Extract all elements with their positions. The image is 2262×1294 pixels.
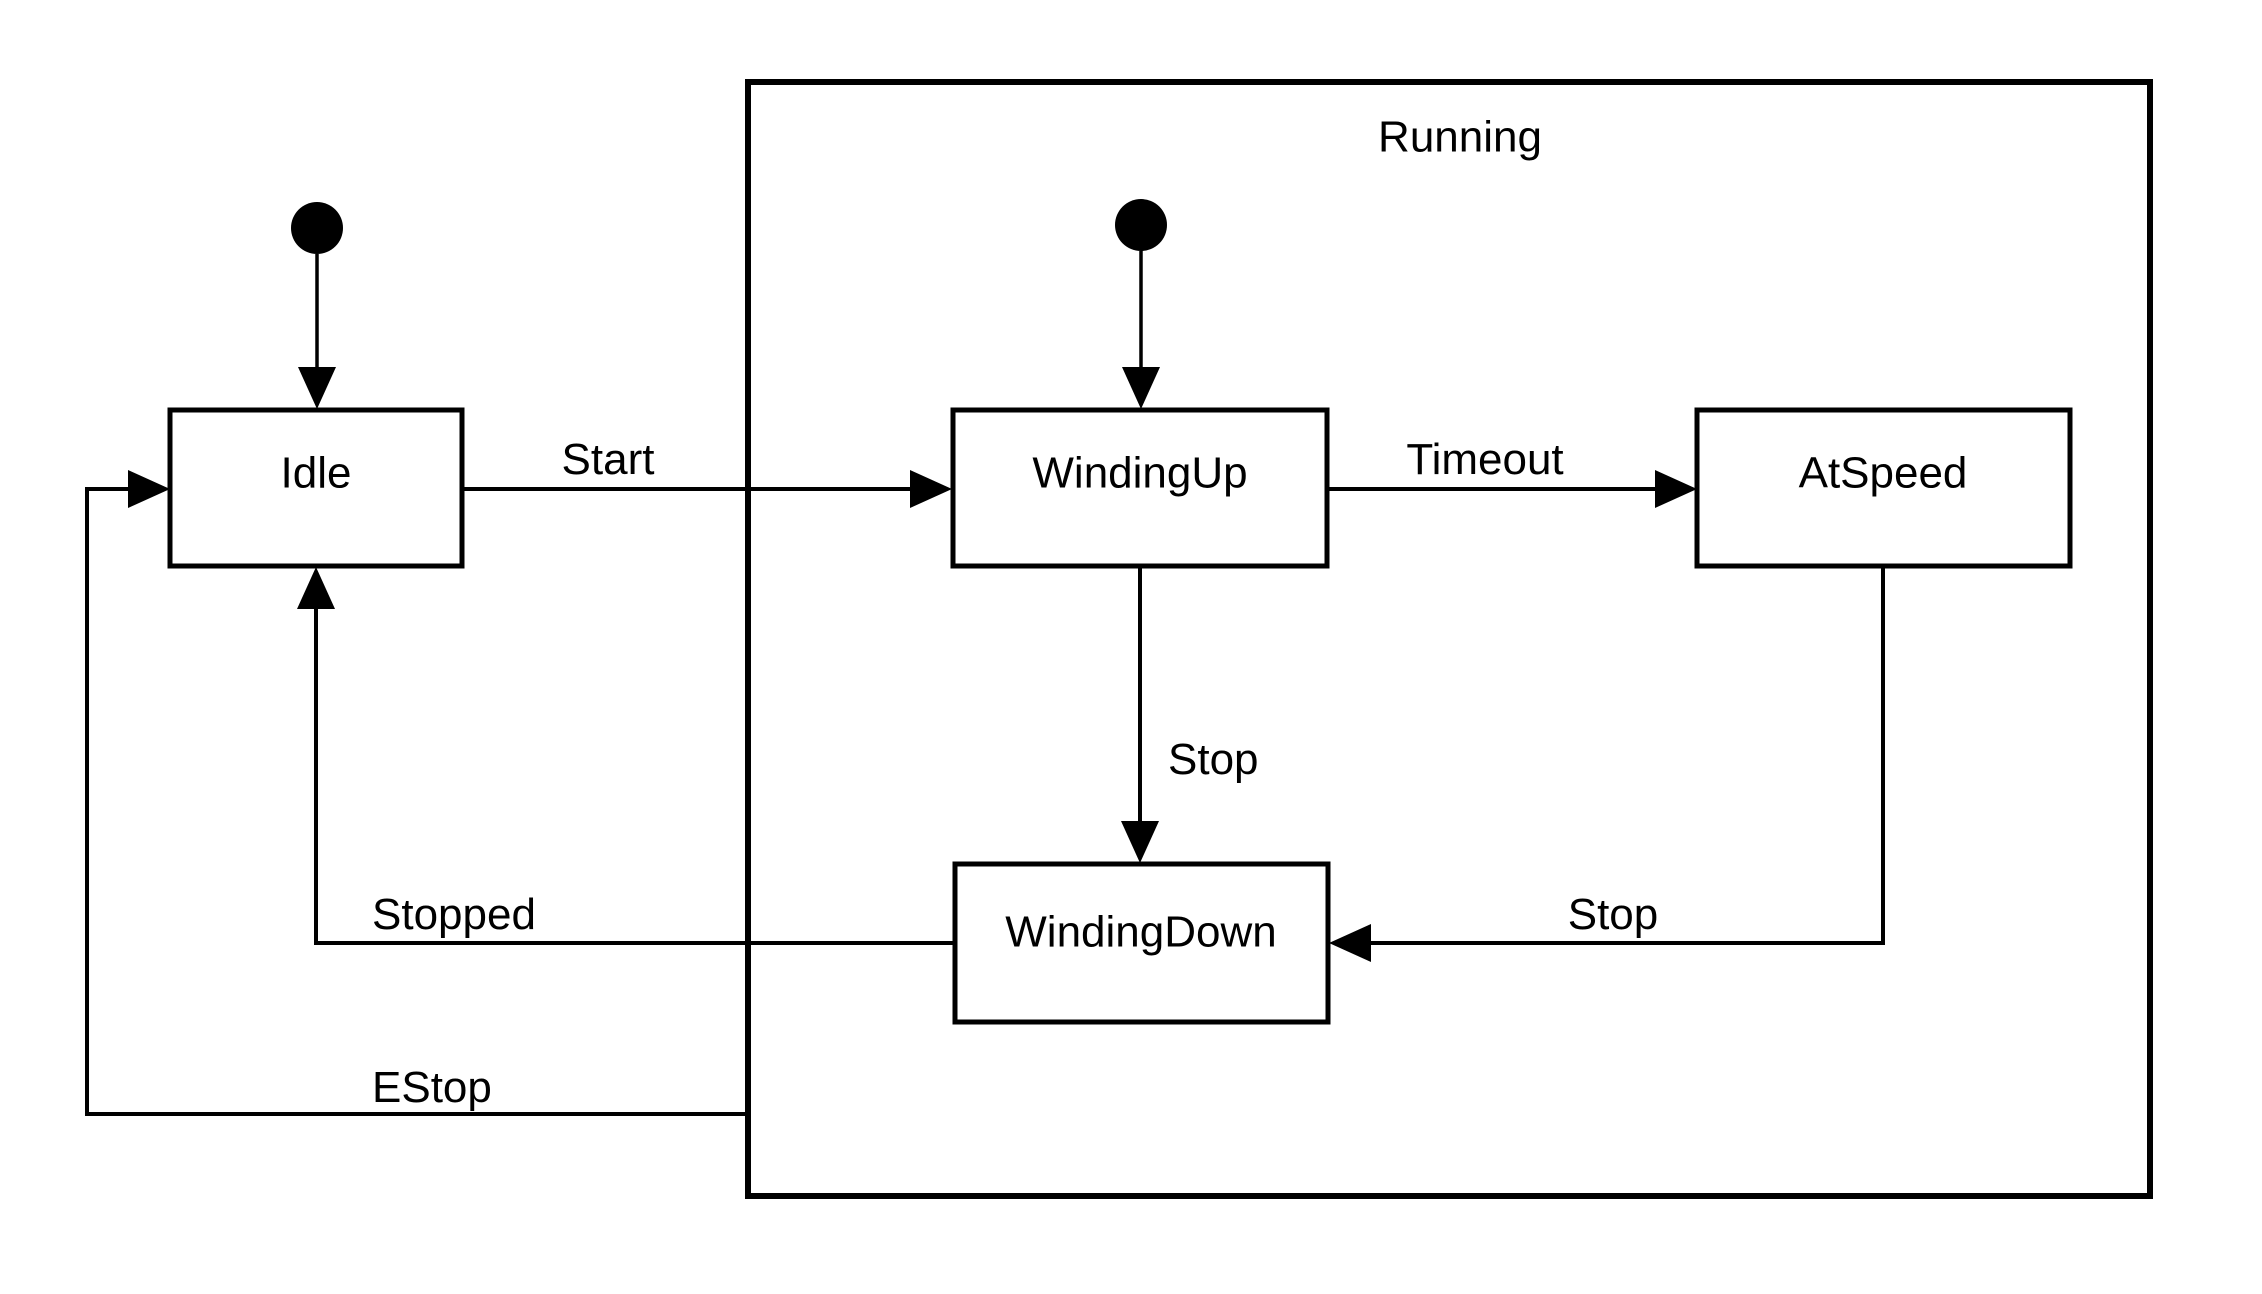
transition-stop-atspeed-label: Stop xyxy=(1568,890,1659,939)
initial-state-dot-top xyxy=(291,202,343,254)
transition-stop-atspeed[interactable]: Stop xyxy=(1329,566,1885,962)
state-windingdown-box xyxy=(952,861,1331,1025)
arrow-head-stopped xyxy=(297,567,335,609)
transition-stopped-path xyxy=(314,594,954,945)
state-atspeed[interactable]: AtSpeed xyxy=(1694,407,2073,569)
transition-timeout-label: Timeout xyxy=(1406,435,1563,484)
arrow-head-start xyxy=(910,470,952,508)
initial-state-running[interactable] xyxy=(1115,199,1167,409)
transition-estop-path xyxy=(85,487,748,1116)
transition-stopped-label: Stopped xyxy=(372,890,536,939)
state-idle-label: Idle xyxy=(281,449,352,498)
transition-estop[interactable]: EStop xyxy=(85,470,748,1116)
state-windingup[interactable]: WindingUp xyxy=(950,407,1330,569)
arrow-head-estop xyxy=(128,470,170,508)
initial-state-top[interactable] xyxy=(291,202,343,409)
state-idle-box xyxy=(167,407,465,569)
transition-stopped[interactable]: Stopped xyxy=(297,567,954,945)
transition-start-label: Start xyxy=(562,435,655,484)
transition-stop-atspeed-path xyxy=(1356,566,1885,945)
transition-estop-label: EStop xyxy=(372,1063,492,1112)
composite-state-running[interactable]: Running xyxy=(745,79,2153,1199)
composite-state-running-border xyxy=(745,79,2153,1199)
transition-timeout[interactable]: Timeout xyxy=(1327,435,1697,508)
state-windingup-label: WindingUp xyxy=(1032,449,1247,498)
arrow-head-stop-windingup xyxy=(1121,821,1159,863)
state-atspeed-label: AtSpeed xyxy=(1799,449,1968,498)
transition-stop-windingup-label: Stop xyxy=(1168,735,1259,784)
transition-start[interactable]: Start xyxy=(462,435,952,508)
arrow-head-into-idle-top xyxy=(298,367,336,409)
arrow-head-timeout xyxy=(1655,470,1697,508)
state-idle[interactable]: Idle xyxy=(167,407,465,569)
composite-state-running-label: Running xyxy=(1378,113,1542,162)
transition-stop-windingup[interactable]: Stop xyxy=(1121,566,1259,863)
arrow-head-stop-atspeed xyxy=(1329,924,1371,962)
initial-state-dot-running xyxy=(1115,199,1167,251)
arrow-head-into-windingup-top xyxy=(1122,367,1160,409)
state-windingdown-label: WindingDown xyxy=(1005,908,1276,957)
state-windingdown[interactable]: WindingDown xyxy=(952,861,1331,1025)
